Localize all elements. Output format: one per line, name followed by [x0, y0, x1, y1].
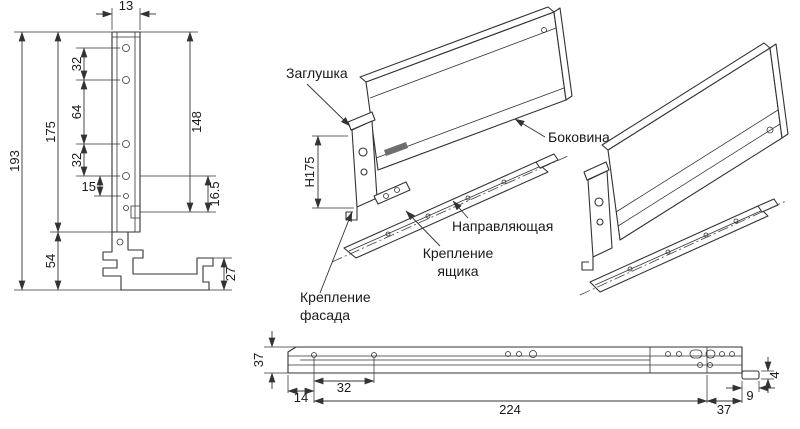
dim-label-27: 27 [223, 267, 238, 281]
brand-sticker [384, 142, 408, 156]
slide-body [287, 346, 760, 380]
dim-label-175: 175 [43, 121, 58, 143]
side-panel-iso-right [601, 42, 789, 241]
guide-rail-iso [331, 153, 571, 263]
dim-label-4: 4 [767, 371, 782, 378]
label-drawer-mount-line2: ящика [437, 263, 478, 279]
slide-dimensions: 37 32 14 224 37 9 4 [251, 331, 782, 417]
slide-side-view: 37 32 14 224 37 9 4 [251, 331, 782, 417]
rail-centerline [331, 154, 571, 263]
rear-tab [741, 370, 760, 380]
dim-label-148: 148 [189, 111, 204, 133]
dim-label-64: 64 [69, 105, 84, 119]
drawer-mount-bracket-iso [373, 181, 411, 205]
dim-label-15: 15 [82, 179, 96, 194]
label-plug: Заглушка [286, 65, 348, 81]
guide-rail-iso-right [579, 198, 787, 296]
left-view-dimensions: 13 193 175 54 32 64 32 15 148 16.5 27 [7, 0, 238, 291]
label-drawer-mount-line1: Крепление [423, 245, 494, 261]
dim-label-32-slide: 32 [337, 380, 351, 395]
dim-label-193: 193 [7, 150, 22, 172]
iso-assembly-view: H175 Заглушка Боковина Направляющая Креп… [286, 6, 610, 323]
label-guide-rail: Направляющая [452, 218, 553, 234]
dim-label-9: 9 [746, 388, 753, 403]
dim-label-32-bottom: 32 [69, 153, 84, 167]
left-view: 13 193 175 54 32 64 32 15 148 16.5 27 [7, 0, 238, 291]
panel-front-profile [111, 31, 141, 233]
plug-cap-right [583, 161, 610, 181]
callouts: Заглушка Боковина Направляющая Крепление… [286, 65, 610, 323]
h175-dimension: H175 [302, 135, 354, 209]
facade-bracket-iso [345, 111, 378, 221]
dim-label-224: 224 [499, 402, 521, 417]
dim-label-14: 14 [294, 390, 308, 405]
label-facade-mount-line2: фасада [300, 307, 350, 323]
dim-label-37-right: 37 [717, 402, 731, 417]
iso-panel-view [579, 42, 789, 296]
label-facade-mount-line1: Крепление [300, 289, 371, 305]
dim-label-h175: H175 [302, 156, 317, 187]
dim-label-16-5: 16.5 [207, 181, 222, 206]
plug-cap [347, 111, 376, 131]
dim-label-13: 13 [119, 0, 133, 13]
dim-label-54: 54 [43, 254, 58, 268]
latch-detail [130, 205, 141, 219]
label-side-panel: Боковина [548, 129, 610, 145]
side-panel-iso [359, 6, 573, 171]
facade-bracket-iso-right [581, 161, 613, 271]
dim-label-37-left: 37 [251, 353, 266, 367]
facade-bracket-profile [102, 232, 214, 291]
dim-label-32-top: 32 [69, 57, 84, 71]
